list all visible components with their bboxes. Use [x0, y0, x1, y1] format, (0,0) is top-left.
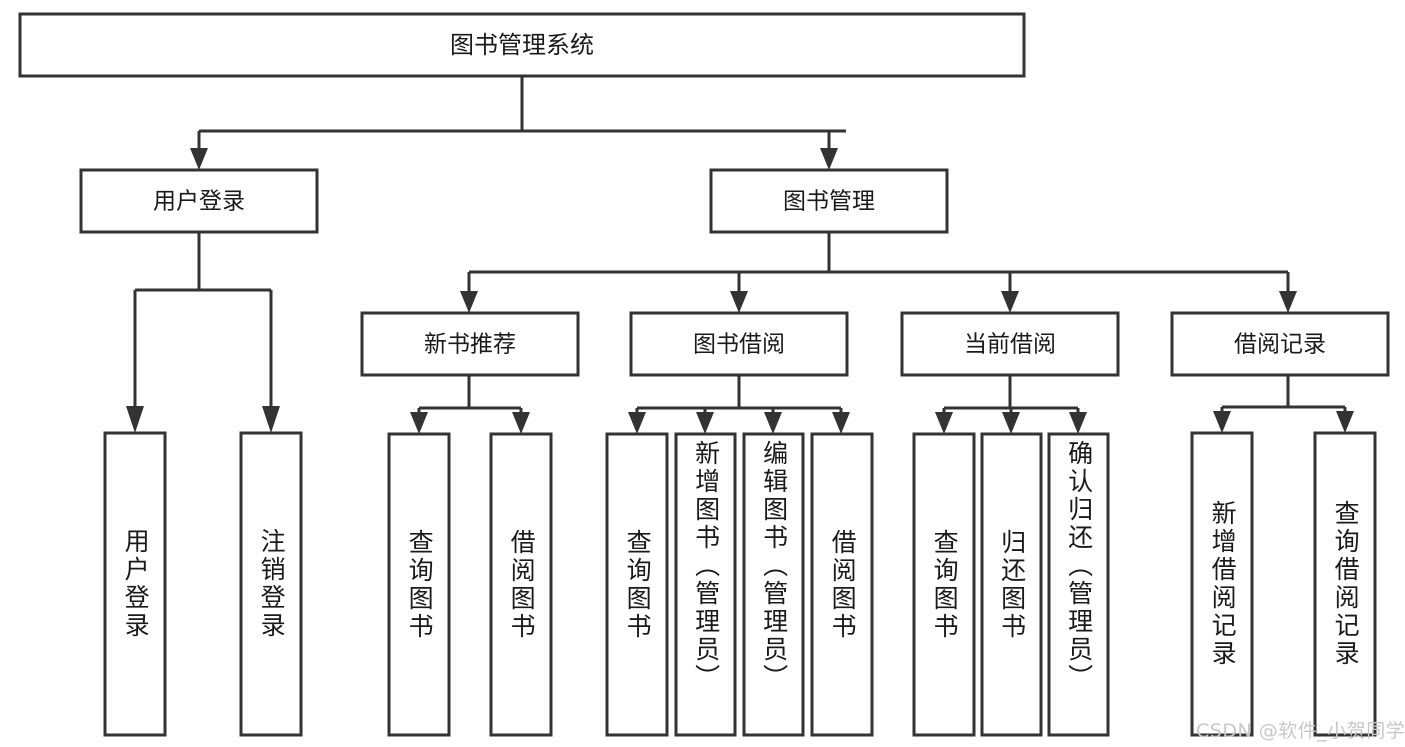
leaf-box-confirm-return-admin[interactable]	[1047, 432, 1110, 737]
leaf-box-query-book-3[interactable]	[912, 432, 976, 737]
leaf-box-borrow-book-1[interactable]	[489, 432, 553, 737]
leaf-box-logout[interactable]	[239, 431, 303, 737]
node-book-management-box[interactable]	[709, 168, 949, 234]
node-root-box[interactable]	[18, 12, 1026, 78]
node-new-book-recommend-label: 新书推荐	[424, 332, 516, 358]
leaf-box-edit-book-admin[interactable]	[742, 432, 805, 737]
node-user-login-label: 用户登录	[153, 189, 245, 215]
node-new-book-recommend-box[interactable]	[360, 311, 580, 377]
node-book-borrow-label: 图书借阅	[693, 332, 785, 358]
node-book-management-label: 图书管理	[783, 189, 875, 215]
connector-current-to-leaves	[935, 375, 1087, 434]
node-borrow-record-label: 借阅记录	[1234, 332, 1326, 358]
node-current-borrow-label: 当前借阅	[964, 332, 1056, 358]
node-current-borrow-box[interactable]	[900, 311, 1120, 377]
node-user-login-box[interactable]	[79, 168, 319, 234]
connector-borrow-to-leaves	[628, 375, 850, 434]
leaf-box-add-book-admin[interactable]	[674, 432, 737, 737]
leaf-box-borrow-book-2[interactable]	[810, 432, 874, 737]
node-book-borrow-box[interactable]	[629, 311, 849, 377]
node-borrow-record-box[interactable]	[1170, 311, 1390, 377]
leaf-box-query-book-1[interactable]	[387, 432, 451, 737]
connector-userlogin-to-leaves	[126, 232, 280, 433]
watermark-text: CSDN @软件_小贺同学	[1196, 720, 1405, 742]
leaf-box-user-login[interactable]	[103, 431, 167, 737]
connector-record-to-leaves	[1213, 375, 1354, 433]
connector-root-to-level2	[190, 76, 846, 170]
connector-bookmgmt-to-level3	[460, 232, 1297, 313]
leaf-box-return-book[interactable]	[980, 432, 1043, 737]
leaf-box-add-borrow-record[interactable]	[1190, 431, 1254, 737]
node-root-label: 图书管理系统	[450, 31, 594, 59]
connector-newbook-to-leaves	[410, 375, 530, 434]
leaf-box-query-book-2[interactable]	[605, 432, 669, 737]
leaf-box-query-borrow-record[interactable]	[1313, 431, 1377, 737]
